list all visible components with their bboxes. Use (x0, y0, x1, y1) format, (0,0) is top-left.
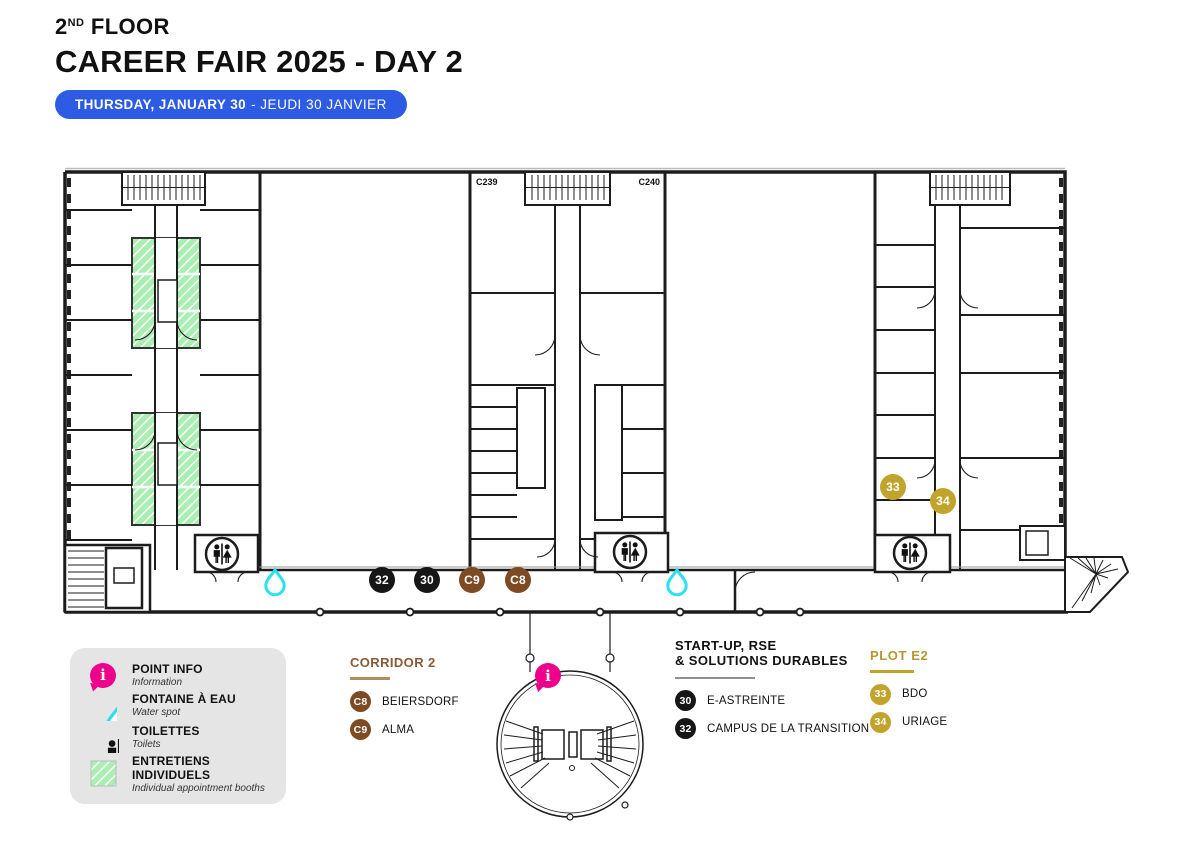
exhibitor-name: ALMA (382, 723, 415, 736)
exhibitor-name: BEIERSDORF (382, 695, 459, 708)
plan-badge-32: 32 (369, 567, 395, 593)
exhibitor-name: E-ASTREINTE (707, 694, 786, 707)
legend-subtitle: Toilets (132, 739, 161, 751)
corridor2-legend: CORRIDOR 2 C8 BEIERSDORF C9 ALMA (350, 655, 459, 747)
legend-title: TOILETTES (132, 724, 200, 739)
legend-text: POINT INFO Information (132, 662, 203, 688)
legend-text: TOILETTES Toilets (132, 724, 200, 750)
list-item: 30 E-ASTREINTE (675, 690, 869, 711)
date-french: - JEUDI 30 JANVIER (251, 97, 387, 112)
badge-c8: C8 (350, 691, 371, 712)
list-item: C9 ALMA (350, 719, 459, 740)
plan-badge-34: 34 (930, 488, 956, 514)
centre-wing (470, 171, 665, 570)
stairs-elevators-block (63, 543, 152, 614)
section-walls (258, 172, 877, 570)
legend-box: i POINT INFO Information FONTAINE À EAU … (70, 648, 286, 804)
floor-number: 2 (55, 14, 68, 39)
legend-subtitle: Information (132, 677, 183, 688)
date-english: THURSDAY, JANUARY 30 (75, 97, 247, 112)
legend-text: ENTRETIENS INDIVIDUELS Individual appoin… (132, 754, 276, 794)
badge-32: 32 (675, 718, 696, 739)
legend-title: POINT INFO (132, 662, 203, 676)
toilets-icon (86, 721, 120, 753)
date-banner: THURSDAY, JANUARY 30 - JEUDI 30 JANVIER (55, 90, 407, 119)
legend-subtitle: Water spot (132, 706, 181, 718)
plan-badge-c9: C9 (459, 567, 485, 593)
room-label-c240: C240 (638, 177, 660, 187)
list-item: 33 BDO (870, 683, 947, 705)
page-title: CAREER FAIR 2025 - DAY 2 (55, 44, 463, 79)
startup-rule (675, 677, 755, 679)
exterior-staircase (1064, 556, 1130, 613)
info-glyph: i (90, 662, 116, 688)
plan-badge-c8: C8 (505, 567, 531, 593)
floor-word: FLOOR (84, 14, 170, 39)
startup-title-line2: & SOLUTIONS DURABLES (675, 653, 848, 668)
info-bubble-icon: i (86, 662, 120, 688)
floor-plan: C239 C240 (63, 167, 1130, 821)
list-item: 34 URIAGE (870, 711, 948, 733)
rotunda (496, 612, 644, 821)
plan-badge-30: 30 (414, 567, 440, 593)
list-item: 32 CAMPUS DE LA TRANSITION (675, 718, 869, 739)
plot-e2-legend: PLOT E2 33 BDO 34 URIAGE (870, 648, 947, 740)
floor-label: 2ND FLOOR (55, 14, 463, 40)
corridor2-rule (350, 677, 390, 680)
legend-title: ENTRETIENS INDIVIDUELS (132, 753, 211, 782)
booth-swatch-icon (86, 760, 120, 787)
legend-title: FONTAINE À EAU (132, 691, 236, 706)
plan-badge-33: 33 (880, 474, 906, 500)
point-info-icon: i (535, 663, 561, 688)
legend-subtitle: Individual appointment booths (132, 782, 265, 794)
legend-item-water: FONTAINE À EAU Water spot (86, 689, 276, 721)
right-wing (875, 171, 1066, 570)
floor-ordinal: ND (67, 17, 85, 29)
legend-item-point-info: i POINT INFO Information (86, 662, 276, 688)
outer-walls (63, 167, 1068, 614)
badge-33: 33 (870, 683, 891, 705)
startup-title-line1: START-UP, RSE (675, 638, 777, 653)
badge-30: 30 (675, 690, 696, 711)
door-arcs (134, 289, 979, 558)
water-drop-icon (86, 689, 120, 721)
left-wing (65, 171, 260, 570)
badge-34: 34 (870, 711, 891, 733)
exhibitor-name: URIAGE (902, 716, 948, 728)
corridor2-title: CORRIDOR 2 (350, 655, 436, 670)
startup-legend: START-UP, RSE & SOLUTIONS DURABLES 30 E-… (675, 638, 869, 746)
room-labels: C239 C240 (476, 177, 660, 187)
legend-text: FONTAINE À EAU Water spot (132, 692, 236, 718)
room-label-c239: C239 (476, 177, 498, 187)
exhibitor-name: BDO (902, 688, 928, 700)
list-item: C8 BEIERSDORF (350, 691, 459, 712)
bottom-corridor (193, 531, 1065, 617)
legend-item-toilets: TOILETTES Toilets (86, 721, 276, 753)
legend-item-booths: ENTRETIENS INDIVIDUELS Individual appoin… (86, 754, 276, 794)
plot-e2-rule (870, 670, 914, 673)
badge-c9: C9 (350, 719, 371, 740)
plot-e2-title: PLOT E2 (870, 648, 929, 663)
exhibitor-name: CAMPUS DE LA TRANSITION (707, 722, 870, 735)
header: 2ND FLOOR CAREER FAIR 2025 - DAY 2 (55, 14, 463, 80)
